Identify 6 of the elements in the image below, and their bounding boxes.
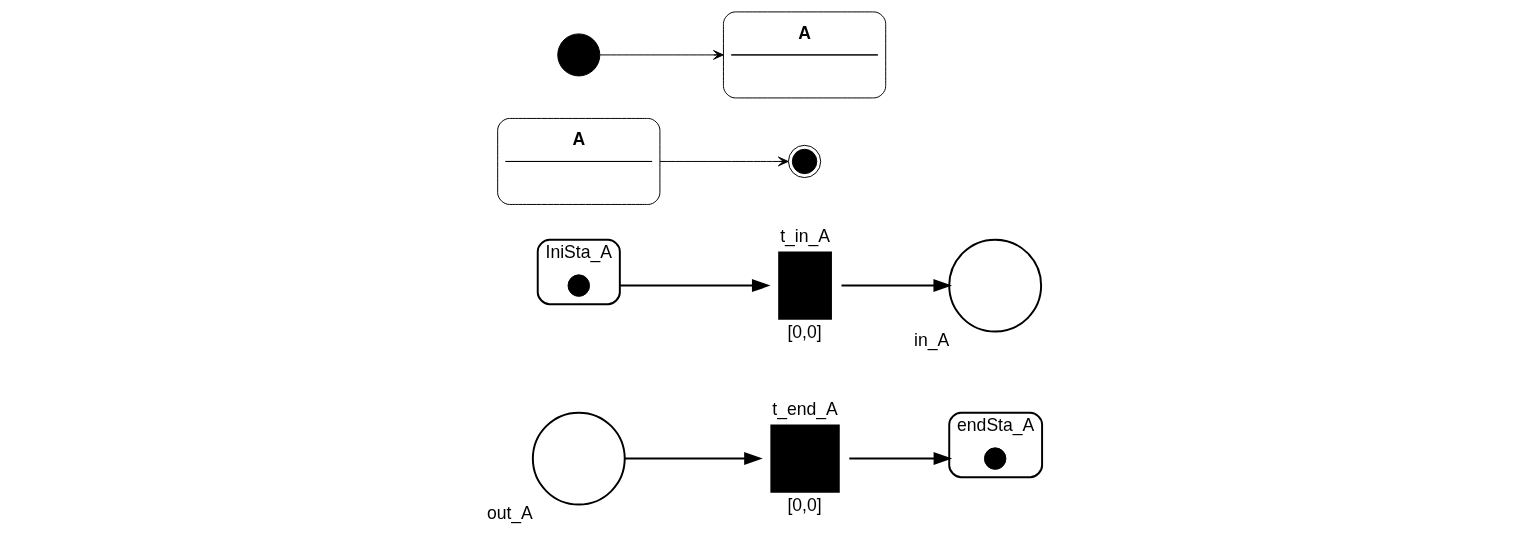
node-label: [0,0] [787,494,822,515]
node-label: out_A [486,502,533,523]
node-label: in_A [914,329,950,350]
node-label: t_end_A [772,399,838,420]
node-label: t_in_A [780,226,830,246]
node-label: [0,0] [787,321,822,342]
